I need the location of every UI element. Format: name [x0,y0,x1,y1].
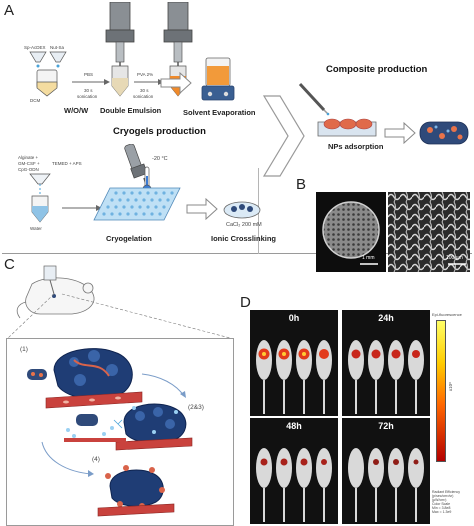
panel-a-letter: A [4,2,15,19]
panel-a-bottom-rule [2,253,472,254]
arrow-right-icon [62,205,102,211]
colorbar-footer-line: (μW/cm²) [432,498,447,502]
composite-title: Composite production [326,64,428,75]
scaffold-blood-vessel-4 [97,465,175,517]
colorbar-footer-line: Color Scale [432,502,451,506]
panel-b-letter: B [296,176,307,193]
zoom-lines [7,293,231,339]
big-chevron-icon [262,95,305,177]
sem-image-zoom: 100 µm [388,192,470,272]
sp-acdex-label: Sp-AcDEX [24,45,46,50]
mice-row [250,326,338,416]
imaging-panel-72h: 72h [342,418,430,524]
composite-scaffold-icon [419,121,469,145]
colorbar-footer-line: Min = 3.8e8 [432,506,451,510]
scale-bar-1mm: 1 mm [362,255,375,261]
pipette-icon [298,82,330,116]
scaffold-blood-vessel-1 [45,348,143,409]
alginate-label: Alginate + [18,155,39,160]
release-illustration [64,414,126,442]
colorbar [436,320,446,462]
process-arrow-icon [186,198,218,220]
double-emulsion-label: Double Emulsion [100,106,162,115]
mixing-tube-icon [29,173,51,223]
step1-label: (1) [20,346,28,353]
process-arrow-icon [384,122,416,144]
mice-row [250,434,338,524]
step2-method: sonication [133,94,154,99]
pva-label: PVA 2% [137,72,154,77]
colorbar-footer-line: Max = 1.3e9 [432,510,452,514]
cryogelation-label: Cryogelation [106,234,152,243]
timepoint-label: 0h [288,313,300,323]
scale-bar-100um: 100 µm [446,255,463,261]
arrow-right-icon [72,79,110,85]
small-scaffold-icon [27,369,47,380]
nps-adsorption-label: NPs adsorption [328,142,384,151]
step1-time: 30 s [84,88,93,93]
imaging-panel-24h: 24h [342,310,430,416]
sonicator-probe-icon [105,2,135,97]
solvent-evaporation-label: Solvent Evaporation [183,108,256,117]
timepoint-label: 24h [378,313,394,323]
sem-image-whole: 1 mm [316,192,386,272]
cryo-plate-icon [93,187,181,221]
colorbar-title: Epi-fluorescence [432,312,462,317]
colorbar-unit: x10⁸ [448,381,454,392]
temed-label: TEMED + APS [52,161,82,166]
dcm-label: DCM [30,98,41,103]
gmcsf-label: GM-CSF + [18,161,40,166]
step2-time: 30 s [140,88,149,93]
colorbar-footer: Radiant Efficiency (p/sec/cm²/sr) (μW/cm… [432,490,474,514]
hotplate-beaker-icon [201,57,235,101]
mice-row [342,434,430,524]
wow-label: W/O/W [64,106,89,115]
pbs-label: PBS [84,72,94,77]
panel-d-letter: D [240,294,251,311]
colorbar-footer-line: (p/sec/cm²/sr) [432,494,454,498]
ionic-crosslinking-label: Ionic Crosslinking [211,234,277,243]
curved-arrow-icon [41,441,94,477]
cryogels-title: Cryogels production [113,126,206,137]
process-arrow-icon [160,72,192,94]
imaging-panel-0h: 0h [250,310,338,416]
step4-label: (4) [92,456,100,463]
imaging-panel-48h: 48h [250,418,338,524]
scaffold-blood-vessel-2 [115,403,193,451]
nut-sa-label: Nut-Sa [50,45,65,50]
step23-label: (2&3) [188,404,204,411]
well-plate-icon [317,118,377,137]
cpg-label: CpG-ODN [18,167,39,172]
timepoint-label: 48h [286,421,302,431]
cacl2-label: CaCl₂ 200 mM [226,222,262,228]
panel-c-letter: C [4,256,15,273]
mice-row [342,326,430,416]
step1-method: sonication [77,94,98,99]
curved-arrow-icon [141,373,186,398]
temperature-label: -20 °C [152,156,168,162]
petri-dish-icon [223,201,261,219]
timepoint-label: 72h [378,421,394,431]
water-label: Water [30,226,42,231]
colorbar-footer-line: Radiant Efficiency [432,490,460,494]
emulsion-funnel-icon [29,51,67,97]
